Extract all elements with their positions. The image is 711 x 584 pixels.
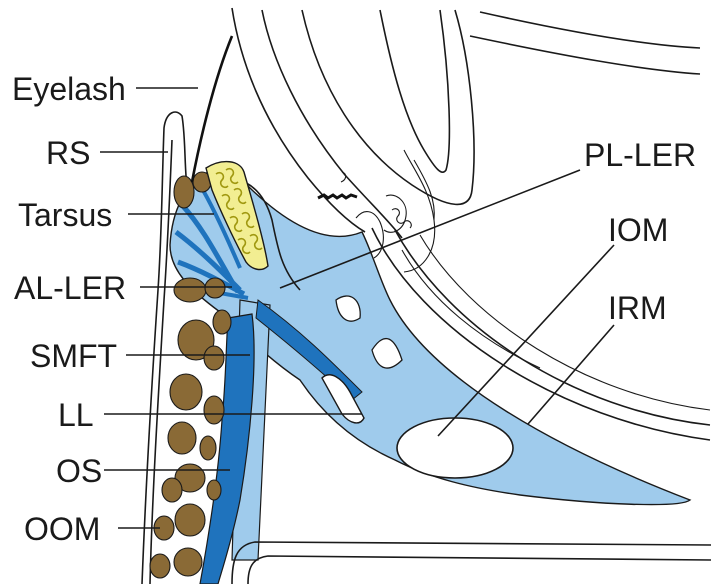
inferior-oblique-muscle-section (397, 418, 513, 478)
leader-irm (528, 325, 614, 424)
label-irm: IRM (608, 290, 667, 326)
orbital-rim (232, 542, 711, 584)
label-al-ler: AL-LER (14, 270, 126, 306)
globe-contours (232, 8, 700, 238)
label-eyelash: Eyelash (12, 71, 126, 107)
label-os: OS (56, 453, 102, 489)
label-oom: OOM (24, 511, 100, 547)
label-ll: LL (58, 397, 94, 433)
eyelash-hair (192, 36, 232, 182)
leader-pl-ler (280, 170, 580, 288)
label-rs: RS (46, 135, 90, 171)
label-iom: IOM (608, 212, 668, 248)
label-tarsus: Tarsus (18, 197, 112, 233)
label-pl-ler: PL-LER (584, 137, 696, 173)
label-smft: SMFT (30, 338, 117, 374)
